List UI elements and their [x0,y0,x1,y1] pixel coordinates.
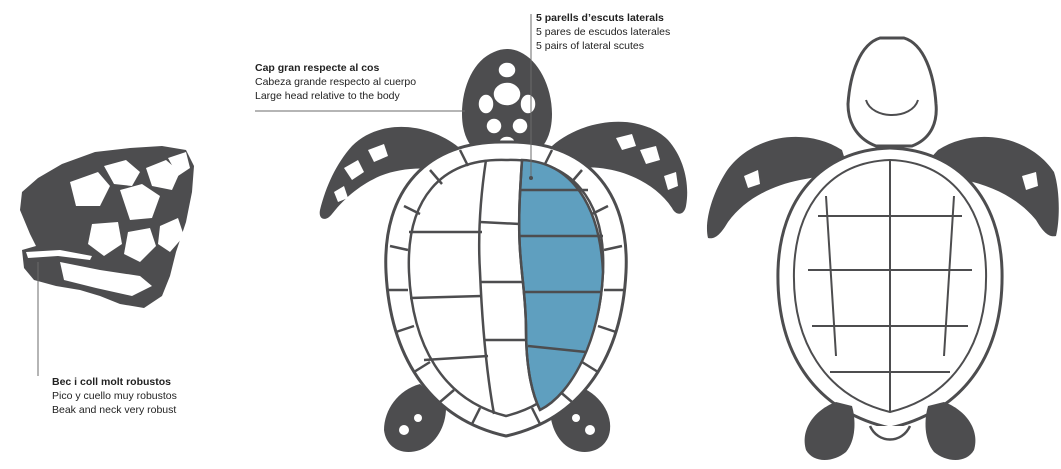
head-annotation-catalan: Cap gran respecte al cos [255,61,416,75]
flipper-scale [585,425,595,435]
beak-annotation-spanish: Pico y cuello muy robustos [52,389,177,403]
scutes-annotation-english: 5 pairs of lateral scutes [536,39,670,53]
head-annotation-spanish: Cabeza grande respecto al cuerpo [255,75,416,89]
head-annotation: Cap gran respecte al cos Cabeza grande r… [255,61,416,103]
head-scute [498,62,516,78]
ventral-tail [870,426,910,440]
beak-annotation: Bec i coll molt robustos Pico y cuello m… [52,375,177,417]
head-scute [493,82,521,106]
head-scute [478,94,494,114]
ventral-rear-right-flipper [926,402,976,460]
flipper-scale [399,425,409,435]
ventral-view-illustration [707,38,1059,460]
beak-annotation-english: Beak and neck very robust [52,403,177,417]
flipper-scale [414,414,422,422]
head-profile-illustration [20,146,194,376]
scutes-annotation-catalan: 5 parells d’escuts laterals [536,11,670,25]
ventral-rear-left-flipper [805,402,855,460]
beak-annotation-catalan: Bec i coll molt robustos [52,375,177,389]
head-scute [512,118,528,134]
scutes-annotation-spanish: 5 pares de escudos laterales [536,25,670,39]
head-scute [486,118,502,134]
head-annotation-english: Large head relative to the body [255,89,416,103]
scutes-annotation: 5 parells d’escuts laterals 5 pares de e… [536,11,670,53]
flipper-scale [572,414,580,422]
ventral-head [848,38,936,146]
head-scute [520,94,536,114]
scutes-leader-dot [529,176,533,180]
